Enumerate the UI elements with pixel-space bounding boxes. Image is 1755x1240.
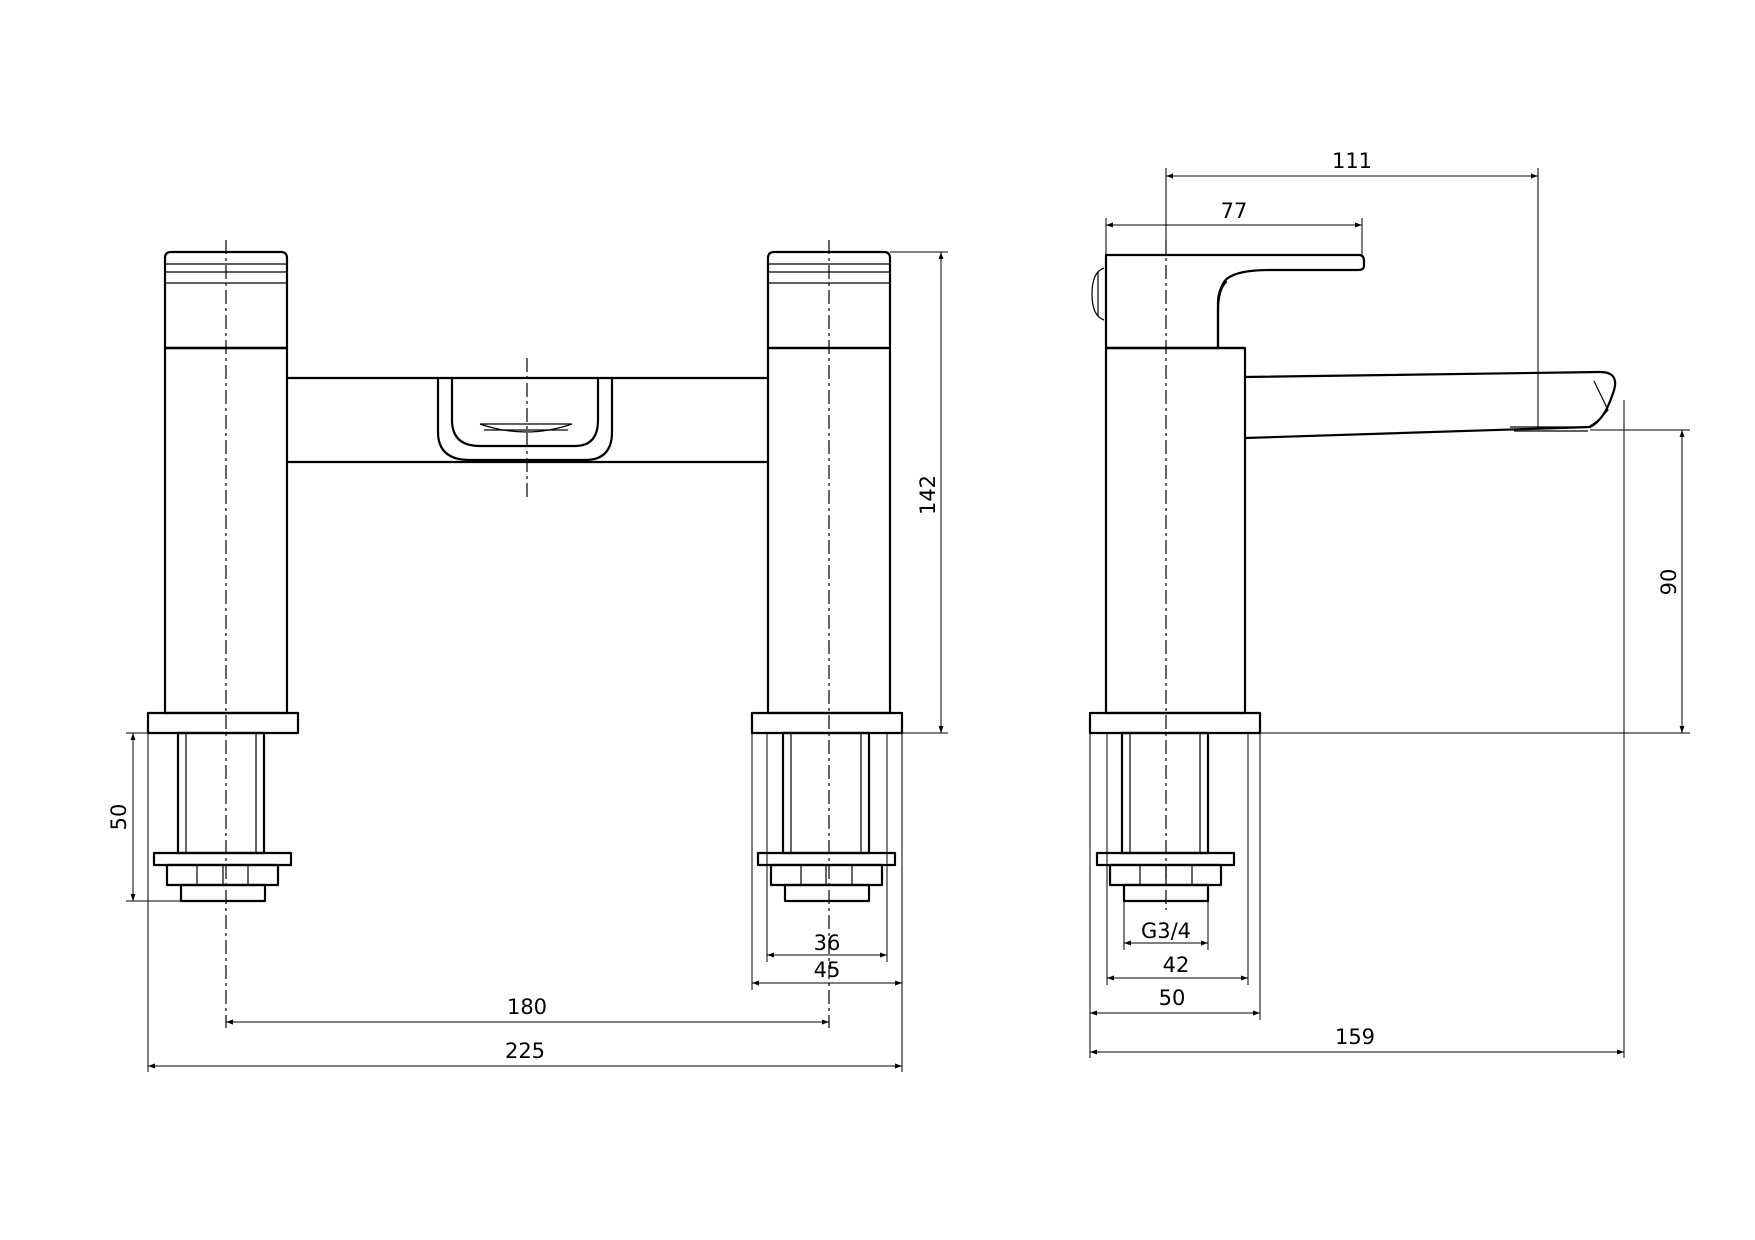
dim-142-label: 142 [916,475,940,515]
dim-36-label: 36 [814,931,841,955]
dim-42-label: 42 [1163,953,1190,977]
dim-overall-width: 225 [147,733,903,1072]
side-body [1088,253,1366,903]
spout [1243,370,1617,440]
dim-base-outer: 45 [751,733,903,990]
left-pillar [146,250,300,903]
dim-225-label: 225 [505,1039,545,1063]
dim-spout-height: 90 [1260,429,1690,734]
dim-50-side-label: 50 [1159,986,1186,1010]
dim-base-inner: 36 [766,733,888,962]
dim-thread-label: G3/4 [1141,919,1191,943]
front-view: 142 50 180 225 36 [107,240,948,1072]
dim-overall-depth: 159 [1089,400,1625,1058]
dim-side-base-outer: 50 [1089,733,1261,1020]
dim-159-label: 159 [1335,1025,1375,1049]
dim-180-label: 180 [507,995,547,1019]
dim-spout-reach: 111 [1165,149,1539,430]
dim-50-tail-label: 50 [107,804,131,831]
dim-90-label: 90 [1657,569,1681,596]
dim-45-label: 45 [814,958,841,982]
dim-handle-reach: 77 [1105,199,1363,255]
dim-77-label: 77 [1221,199,1248,223]
dim-tail-length: 50 [107,732,181,902]
dim-side-base-inner: 42 [1106,733,1249,985]
dim-centres: 180 [226,995,829,1025]
dim-111-label: 111 [1332,149,1372,173]
side-view: 111 77 90 G3/4 42 [1088,149,1690,1058]
dim-overall-height: 142 [890,251,948,734]
right-pillar [750,250,904,903]
dim-thread: G3/4 [1123,901,1209,950]
